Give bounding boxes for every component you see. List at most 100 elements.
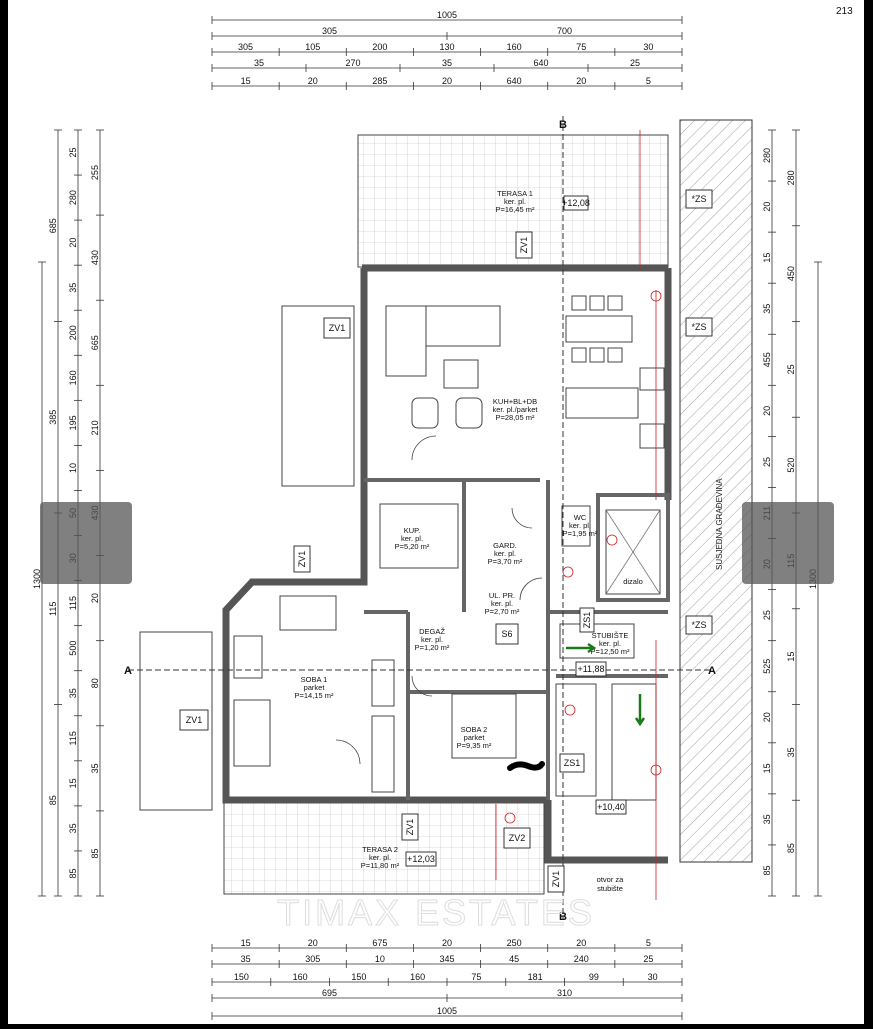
dimension-label: 200 bbox=[68, 325, 78, 340]
room-detail: ker. pl. bbox=[421, 635, 443, 644]
dimension-label: 15 bbox=[241, 76, 251, 86]
dimension-label: 525 bbox=[762, 659, 772, 674]
dimension-label: 160 bbox=[507, 42, 522, 52]
dimension-label: 20 bbox=[442, 938, 452, 948]
zv1-tag-text: ZV1 bbox=[551, 871, 561, 888]
zs-tag-text: *ZS bbox=[691, 620, 706, 630]
dimension-label: 200 bbox=[372, 42, 387, 52]
room-name: GARD. bbox=[493, 541, 517, 550]
dimension-label: 665 bbox=[90, 335, 100, 350]
dimension-label: 280 bbox=[762, 148, 772, 163]
level-tag-text: +11,88 bbox=[577, 664, 604, 674]
dimension-label: 105 bbox=[305, 42, 320, 52]
dimension-label: 30 bbox=[648, 972, 658, 982]
overlay-block-right bbox=[742, 502, 834, 584]
dimension-label: 35 bbox=[762, 304, 772, 314]
dimension-label: 160 bbox=[68, 370, 78, 385]
dimension-label: 30 bbox=[643, 42, 653, 52]
zv2-tag-text: ZV2 bbox=[509, 833, 526, 843]
room-label: KUP.ker. pl.P=5,20 m² bbox=[395, 526, 430, 551]
dimension-label: 15 bbox=[762, 253, 772, 263]
dimension-label: 15 bbox=[68, 778, 78, 788]
dimension-label: 10 bbox=[68, 463, 78, 473]
dimension-label: 75 bbox=[576, 42, 586, 52]
room-detail: P=9,35 m² bbox=[457, 741, 492, 750]
dimension-label: 280 bbox=[786, 170, 796, 185]
zs1-tag: ZS1 bbox=[559, 753, 585, 773]
room-label: GARD.ker. pl.P=3,70 m² bbox=[488, 541, 523, 566]
dimension-label: 35 bbox=[254, 58, 264, 68]
dimension-label: 20 bbox=[762, 406, 772, 416]
dimension-label: 20 bbox=[762, 712, 772, 722]
s6-tag-text: S6 bbox=[501, 629, 512, 639]
section-b-bottom-marker: B bbox=[559, 911, 567, 923]
interior-walls bbox=[364, 478, 670, 800]
section-b-top-marker: B bbox=[559, 119, 567, 131]
room-name: TERASA 1 bbox=[497, 189, 533, 198]
dimension-label: 85 bbox=[786, 843, 796, 853]
room-name: KUH+BL+DB bbox=[493, 397, 537, 406]
dimension-label: 1005 bbox=[437, 1006, 457, 1016]
zs-tag: *ZS bbox=[685, 189, 713, 209]
door-swings bbox=[335, 435, 543, 765]
room-name: WC bbox=[574, 513, 587, 522]
overlay-block-left bbox=[40, 502, 132, 584]
room-detail: ker. pl. bbox=[599, 639, 621, 648]
room-name: UL. PR. bbox=[489, 591, 515, 600]
dimension-label: 35 bbox=[442, 58, 452, 68]
dimension-label: 695 bbox=[322, 988, 337, 998]
room-detail: ker. pl. bbox=[504, 197, 526, 206]
dimension-label: 195 bbox=[68, 415, 78, 430]
dimension-label: 240 bbox=[574, 954, 589, 964]
furniture bbox=[233, 295, 665, 801]
room-detail: parket bbox=[304, 683, 326, 692]
dimension-label: 20 bbox=[308, 938, 318, 948]
dimension-label: 640 bbox=[533, 58, 548, 68]
redaction-blot bbox=[507, 761, 545, 771]
dimension-label: 35 bbox=[762, 814, 772, 824]
zv1-tag-text: ZV1 bbox=[186, 715, 203, 725]
stair-opening-label: stubište bbox=[597, 884, 623, 893]
dimension-label: 85 bbox=[762, 865, 772, 875]
room-detail: P=28,05 m² bbox=[496, 413, 535, 422]
room-name: DEGAŽ bbox=[419, 627, 445, 636]
zv1-tag: ZV1 bbox=[323, 317, 351, 339]
section-lines bbox=[128, 116, 712, 920]
dimension-label: 25 bbox=[68, 148, 78, 158]
zv1-tag-text: ZV1 bbox=[405, 819, 415, 836]
zs1-tag-text: ZS1 bbox=[564, 758, 581, 768]
room-detail: ker. pl. bbox=[569, 521, 591, 530]
room-detail: ker. pl./parket bbox=[492, 405, 538, 414]
room-detail: ker. pl. bbox=[401, 534, 423, 543]
level-tag-text: +12,08 bbox=[562, 198, 590, 208]
watermark: TIMAX ESTATES bbox=[277, 892, 595, 933]
zs-tag-text: *ZS bbox=[691, 194, 706, 204]
level-tag: +11,88 bbox=[575, 661, 607, 677]
dimension-label: 15 bbox=[241, 938, 251, 948]
dimension-label: 25 bbox=[762, 610, 772, 620]
dimension-label: 20 bbox=[576, 76, 586, 86]
dimension-label: 285 bbox=[372, 76, 387, 86]
dimension-label: 675 bbox=[372, 938, 387, 948]
dimension-label: 150 bbox=[234, 972, 249, 982]
zv1-tag-text: ZV1 bbox=[519, 237, 529, 254]
zv1-tag: ZV1 bbox=[179, 709, 209, 731]
dimension-label: 20 bbox=[68, 238, 78, 248]
room-detail: P=2,70 m² bbox=[485, 607, 520, 616]
dimension-label: 345 bbox=[439, 954, 454, 964]
dimension-label: 270 bbox=[345, 58, 360, 68]
dimension-label: 255 bbox=[90, 165, 100, 180]
zs-tag-text: *ZS bbox=[691, 322, 706, 332]
dimension-label: 20 bbox=[90, 593, 100, 603]
lift-label: dizalo bbox=[623, 577, 643, 586]
dimension-label: 35 bbox=[241, 954, 251, 964]
zs1-tag: ZS1 bbox=[579, 607, 595, 633]
room-detail: ker. pl. bbox=[491, 599, 513, 608]
zv2-tag: ZV2 bbox=[503, 827, 531, 849]
room-name: KUP. bbox=[404, 526, 421, 535]
room-name: SOBA 1 bbox=[301, 675, 328, 684]
